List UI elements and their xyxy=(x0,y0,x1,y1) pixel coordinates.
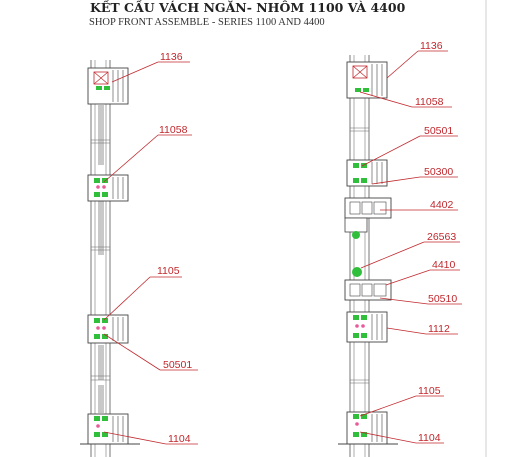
right-column: 1136 11058 50501 50300 4402 xyxy=(338,40,462,457)
callout-label: 26563 xyxy=(427,231,456,243)
profile-1136 xyxy=(87,67,129,105)
callout-right-50300: 50300 xyxy=(371,166,458,185)
callout-left-1105: 1105 xyxy=(103,265,182,321)
callout-right-1136: 1136 xyxy=(386,40,448,79)
callout-label: 1105 xyxy=(157,265,180,277)
profile-1105 xyxy=(87,314,129,344)
callout-left-11058: 11058 xyxy=(103,124,192,183)
callout-right-50510: 50510 xyxy=(379,293,462,305)
left-column: 1136 11058 1105 50501 1104 xyxy=(80,51,198,457)
profile-4410 xyxy=(344,267,392,301)
callout-label: 50510 xyxy=(428,293,457,305)
callout-right-11058: 11058 xyxy=(359,91,452,108)
profile-50501 xyxy=(346,159,388,187)
profile-1104 xyxy=(87,413,129,445)
callout-label: 1104 xyxy=(168,433,191,445)
callout-right-26563: 26563 xyxy=(360,231,460,269)
callout-left-50501: 50501 xyxy=(103,333,198,371)
callout-label: 4410 xyxy=(432,259,456,271)
callout-right-50501: 50501 xyxy=(361,125,458,167)
callout-label: 1104 xyxy=(418,432,441,444)
profile-1136 xyxy=(346,61,388,99)
glass-panel xyxy=(98,195,104,255)
glass-panel xyxy=(98,385,104,413)
callout-label: 50300 xyxy=(424,166,453,178)
callout-right-1104: 1104 xyxy=(359,431,444,444)
callout-label: 11058 xyxy=(159,124,188,136)
callout-label: 4402 xyxy=(430,199,454,211)
callout-label: 1112 xyxy=(428,323,450,335)
callout-right-4402: 4402 xyxy=(380,199,458,211)
callout-left-1104: 1104 xyxy=(103,431,198,445)
profile-4402 xyxy=(344,197,392,239)
glass-panel xyxy=(98,345,104,380)
callout-label: 50501 xyxy=(424,125,453,137)
callout-right-1105: 1105 xyxy=(359,385,444,417)
callout-label: 11058 xyxy=(415,96,444,108)
profile-11058 xyxy=(87,174,129,202)
callout-right-1112: 1112 xyxy=(386,323,458,335)
callout-right-4410: 4410 xyxy=(385,259,460,286)
callout-label: 1105 xyxy=(418,385,441,397)
glass-panel xyxy=(98,105,104,165)
drawing-subtitle: SHOP FRONT ASSEMBLE - SERIES 1100 AND 44… xyxy=(89,17,325,28)
callout-left-1136: 1136 xyxy=(111,51,190,83)
profile-1112 xyxy=(346,311,388,343)
profile-1104 xyxy=(346,411,388,445)
callout-label: 1136 xyxy=(160,51,183,63)
drawing-title: KẾT CẤU VÁCH NGĂN- NHÔM 1100 VÀ 4400 xyxy=(90,0,406,15)
callout-label: 50501 xyxy=(163,359,192,371)
callout-label: 1136 xyxy=(420,40,443,52)
